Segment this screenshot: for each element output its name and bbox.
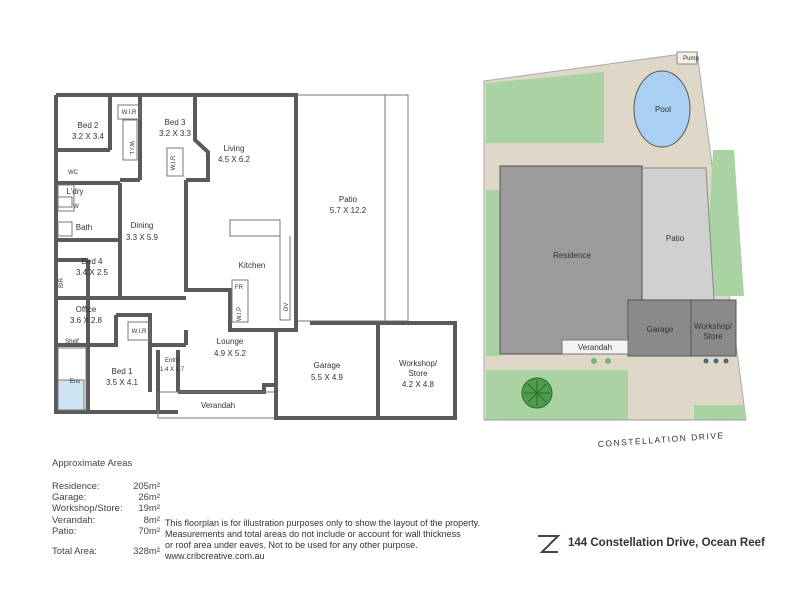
dining-size: 3.3 X 5.9	[126, 233, 159, 242]
pool-label: Pool	[655, 105, 671, 114]
lawn-north	[486, 72, 604, 143]
lounge-label: Lounge	[217, 337, 244, 346]
property-address: 144 Constellation Drive, Ocean Reef	[568, 537, 765, 549]
website-link[interactable]: www.cribcreative.com.au	[165, 551, 265, 561]
office-label: Office	[76, 305, 97, 314]
bed3-label: Bed 3	[165, 118, 186, 127]
wir-label-2: W.I.R	[132, 329, 147, 335]
site-residence	[499, 165, 643, 355]
disclaimer: This floorplan is for illustration purpo…	[165, 518, 545, 562]
bed1-label: Bed 1	[112, 367, 133, 376]
bed4-label: Bed 4	[82, 257, 103, 266]
pool-shape	[633, 70, 691, 148]
area-row: Patio:70m²	[52, 525, 160, 537]
washer-label: W	[73, 204, 79, 210]
site-garage-label: Garage	[647, 325, 674, 334]
lawn-front-mid	[562, 370, 628, 420]
areas-title: Approximate Areas	[52, 458, 133, 469]
workshop-size: 4.2 X 4.8	[402, 380, 435, 389]
street-label: CONSTELLATION DRIVE	[597, 430, 724, 449]
bed2-size: 3.2 X 3.4	[72, 132, 105, 141]
wir-label-3: W.I.R	[171, 155, 177, 170]
site-garage	[627, 299, 692, 357]
bed2-label: Bed 2	[78, 121, 99, 130]
garage-size: 5.5 X 4.9	[311, 373, 344, 382]
office-size: 3.6 X 2.8	[70, 316, 103, 325]
site-residence-label: Residence	[553, 251, 591, 260]
site-patio-label: Patio	[666, 234, 685, 243]
area-row: Garage:26m²	[52, 492, 160, 504]
bed3-size: 3.2 X 3.3	[159, 129, 192, 138]
living-label: Living	[224, 144, 245, 153]
bed1-size: 3.5 X 4.1	[106, 378, 139, 387]
pump-label: Pump	[683, 56, 699, 62]
bed4-size: 3.4 X 2.5	[76, 268, 109, 277]
pump-box	[676, 51, 698, 65]
site-store-label: Store	[703, 332, 723, 341]
site-workshop	[690, 299, 737, 357]
kitchen-label: Kitchen	[239, 261, 266, 270]
area-total-row: Total Area:328m²	[52, 545, 160, 557]
ensuite-label: Ens	[70, 379, 80, 385]
pantry-label: W.I.P	[237, 307, 243, 321]
entry-label: Entry	[165, 358, 179, 364]
dining-label: Dining	[131, 221, 154, 230]
lawn-east	[705, 150, 744, 296]
north-arrow-icon	[538, 535, 561, 553]
wir-label-1: W.I.R	[122, 110, 137, 116]
workshop-label-2: Store	[408, 369, 428, 378]
site-verandah	[561, 339, 629, 355]
laundry-label: L'dry	[66, 187, 83, 196]
lounge-size: 4.9 X 5.2	[214, 349, 247, 358]
site-plan	[483, 51, 747, 421]
bath-label: Bath	[76, 223, 92, 232]
patio-size: 5.7 X 12.2	[330, 206, 367, 215]
bir-label: BIR	[59, 277, 65, 288]
area-row: Residence:205m²	[52, 481, 160, 492]
shelf-label: Shelf	[65, 339, 79, 345]
areas-table: Approximate Areas Residence:205m² Garage…	[52, 458, 160, 557]
lawn-front-right	[694, 405, 746, 420]
garage-walls	[274, 321, 457, 420]
wc-label: WC	[68, 170, 79, 176]
site-workshop-label: Workshop/	[694, 322, 733, 331]
interior-walls	[56, 181, 150, 300]
garage-label: Garage	[314, 361, 341, 370]
house-outer-walls	[54, 93, 298, 414]
verandah-label: Verandah	[201, 401, 235, 410]
living-size: 4.5 X 6.2	[218, 155, 251, 164]
lawn-west	[486, 190, 500, 356]
site-verandah-label: Verandah	[578, 343, 612, 352]
fridge-label: FR	[235, 285, 244, 291]
floor-plan	[54, 93, 457, 420]
entry-size: 1.4 X 1.7	[160, 367, 185, 373]
workshop-label: Workshop/	[399, 359, 438, 368]
area-row: Workshop/Store:19m²	[52, 503, 160, 515]
area-row: Verandah:8m²	[52, 514, 160, 526]
patio-label: Patio	[339, 195, 358, 204]
oven-label: OV	[284, 303, 290, 312]
wil-label: W.I.L	[128, 141, 134, 155]
